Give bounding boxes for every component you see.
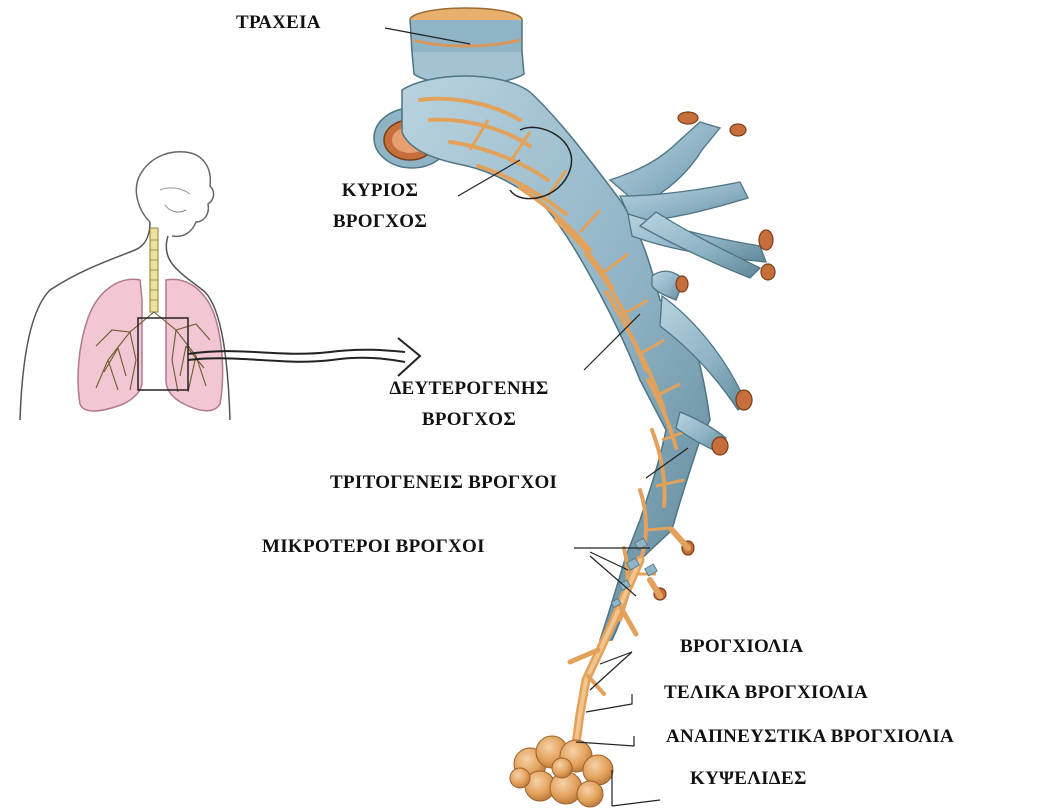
label-secondary-bronchus-line1: ΔΕΥΤΕΡΟΓΕΝΗΣ — [354, 378, 584, 401]
pointer-arrowhead — [398, 338, 420, 376]
label-main-bronchus-line2: ΒΡΟΓΧΟΣ — [320, 211, 440, 234]
torso-inset — [20, 152, 230, 420]
label-secondary-bronchus-line2: ΒΡΟΓΧΟΣ — [354, 409, 584, 432]
label-smaller-bronchi: ΜΙΚΡΟΤΕΡΟΙ ΒΡΟΓΧΟΙ — [262, 536, 485, 559]
label-bronchioles: ΒΡΟΓΧΙΟΛΙΑ — [680, 636, 803, 659]
label-tertiary-bronchi: ΤΡΙΤΟΓΕΝΕΙΣ ΒΡΟΓΧΟΙ — [330, 472, 557, 495]
trachea-drawing — [410, 8, 524, 85]
alveoli-cluster — [510, 736, 613, 807]
label-terminal-bronchioles: ΤΕΛΙΚΑ ΒΡΟΓΧΙΟΛΙΑ — [664, 682, 868, 705]
label-alveoli: ΚΥΨΕΛΙΔΕΣ — [690, 768, 807, 791]
label-respiratory-bronchioles: ΑΝΑΠΝΕΥΣΤΙΚΑ ΒΡΟΓΧΙΟΛΙΑ — [666, 726, 954, 749]
label-secondary-bronchus: ΔΕΥΤΕΡΟΓΕΝΗΣ ΒΡΟΓΧΟΣ — [354, 378, 584, 432]
label-main-bronchus: ΚΥΡΙΟΣ ΒΡΟΓΧΟΣ — [320, 180, 440, 234]
head-outline — [136, 152, 213, 237]
leader-terminal-bronchioles — [586, 694, 632, 712]
label-trachea: ΤΡΑΧΕΙΑ — [236, 12, 321, 35]
leader-alveoli — [612, 770, 660, 806]
label-main-bronchus-line1: ΚΥΡΙΟΣ — [320, 180, 440, 203]
